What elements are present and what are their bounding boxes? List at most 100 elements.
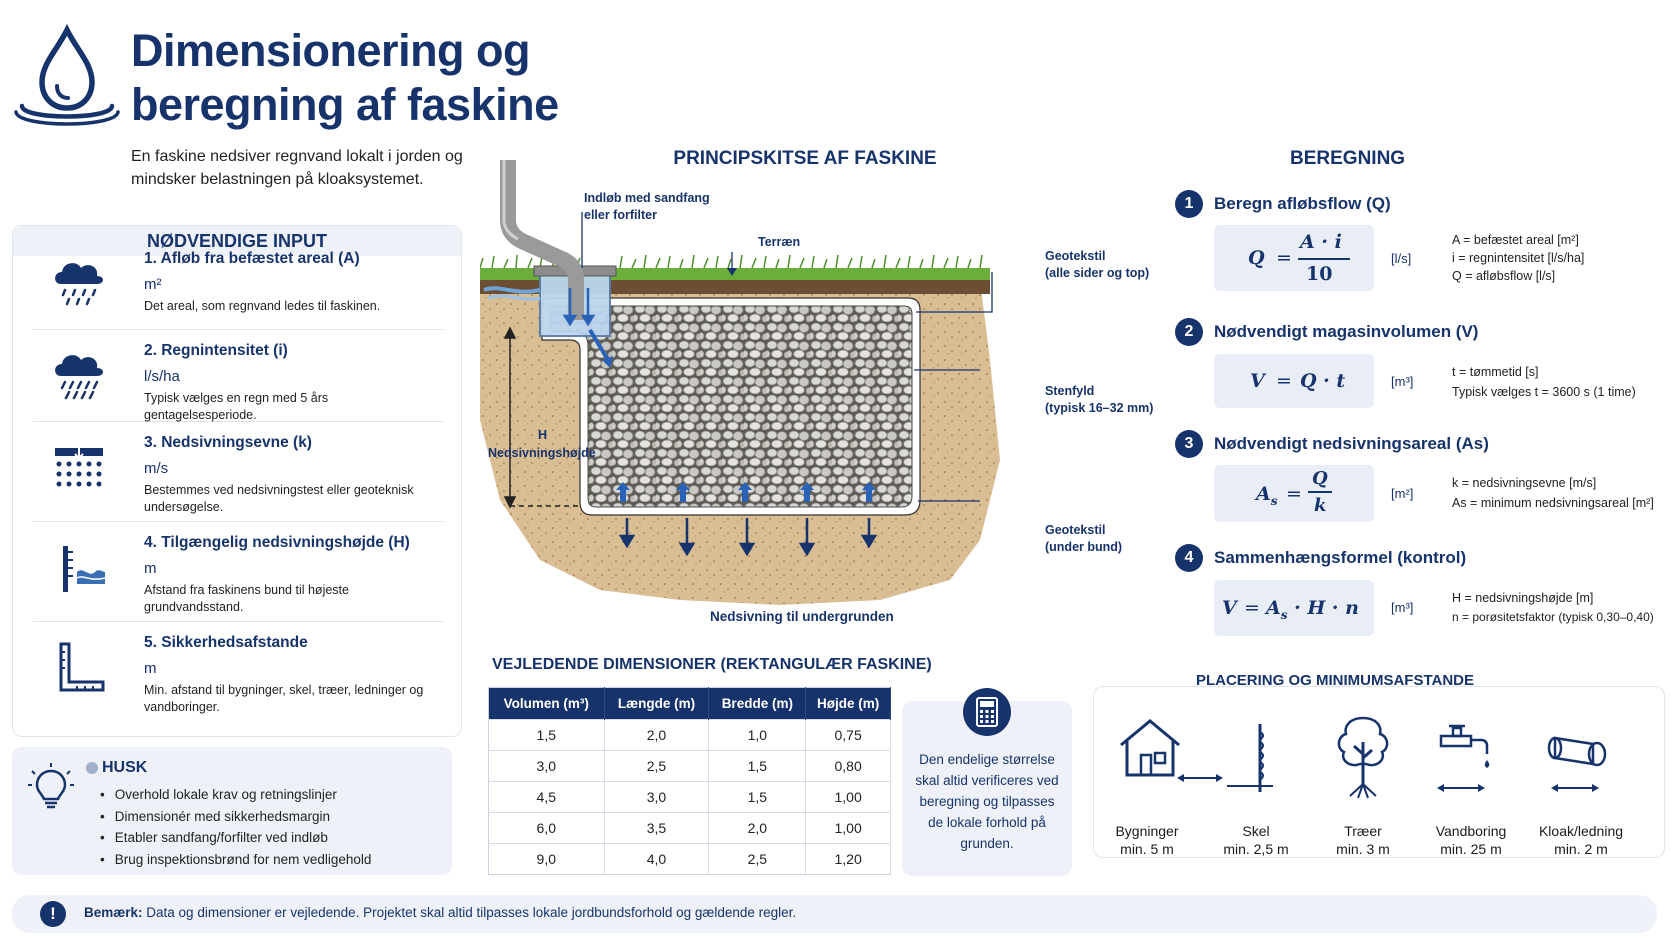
cell: 3,0: [488, 750, 605, 782]
verification-note: Den endelige størrelse skal altid verifi…: [902, 688, 1072, 876]
footer-text: Bemærk: Data og dimensioner er vejledend…: [84, 905, 796, 920]
cell: 2,5: [708, 843, 807, 875]
input-item-area: 1. Afløb fra befæstet areal (A) m² Det a…: [33, 238, 443, 330]
cell: 1,0: [708, 719, 807, 751]
footer-label: Bemærk:: [84, 905, 143, 920]
col-volume: Volumen (m³): [488, 687, 605, 720]
placement-name: Træer: [1344, 823, 1382, 839]
input-item-safety: 5. Sikkerhedsafstande m Min. afstand til…: [33, 622, 443, 726]
col-width: Bredde (m): [708, 687, 807, 720]
cell: 1,20: [805, 843, 891, 875]
placement-boundary: Skel min. 2,5 m: [1202, 822, 1310, 858]
husk-list: Overhold lokale krav og retningslinjer D…: [100, 784, 372, 871]
distance-arrow-icon: [1437, 784, 1485, 792]
intro-text: En faskine nedsiver regnvand lokalt i jo…: [131, 148, 463, 188]
heavy-rain-icon: [55, 355, 103, 400]
step-number: 4: [1175, 544, 1203, 572]
distance-arrow-icon: [1551, 784, 1599, 792]
input-desc: Min. afstand til bygninger, skel, træer,…: [144, 683, 424, 714]
label-h: H: [538, 428, 548, 442]
cell: 0,75: [805, 719, 891, 751]
cell: 6,0: [488, 812, 605, 844]
footer-body: Data og dimensioner er vejledende. Proje…: [142, 905, 797, 920]
sketch-title: PRINCIPSKITSE AF FASKINE: [673, 148, 937, 169]
label-terrain: Terræn: [758, 235, 801, 249]
placement-name: Vandboring: [1435, 823, 1507, 839]
formula-unit: [m³]: [1391, 374, 1414, 389]
house-icon: [1120, 719, 1180, 777]
formula-volume: V = Q · t: [1214, 354, 1374, 408]
note-text: Den endelige størrelse skal altid verifi…: [915, 752, 1059, 851]
cell: 1,00: [805, 812, 891, 844]
pipe-icon: [1547, 736, 1607, 767]
cell: 2,5: [604, 750, 710, 782]
placement-distance: min. 25 m: [1440, 841, 1502, 857]
lightbulb-icon: [28, 763, 74, 809]
step-title: Nødvendigt nedsivningsareal (As): [1214, 434, 1489, 453]
input-title: 3. Nedsivningsevne (k): [144, 434, 312, 451]
footer-note: ! Bemærk: Data og dimensioner er vejlede…: [12, 895, 1657, 933]
husk-bullet-icon: [86, 762, 98, 774]
formula-def: Typisk vælges t = 3600 s (1 time): [1452, 385, 1636, 399]
label-geotextile-top: Geotekstil (alle sider og top): [1045, 249, 1150, 280]
cell: 3,5: [604, 812, 710, 844]
formula-def: A = befæstet areal [m²]: [1452, 233, 1579, 247]
cell: 1,5: [708, 781, 807, 813]
col-length: Længde (m): [604, 687, 710, 720]
cell: 4,0: [604, 843, 710, 875]
faskine-cross-section-diagram: [480, 160, 1000, 605]
input-heading: NØDVENDIGE INPUT: [13, 226, 461, 256]
formula-def: i = regnintensitet [l/s/ha]: [1452, 251, 1585, 265]
placement-well: Vandboring min. 25 m: [1417, 822, 1525, 858]
husk-item: Dimensionér med sikkerhedsmargin: [100, 806, 371, 828]
cell: 3,0: [604, 781, 710, 813]
input-desc: Bestemmes ved nedsivningstest eller geot…: [144, 483, 414, 514]
label-stone-fill: Stenfyld (typisk 16–32 mm): [1045, 384, 1154, 415]
placement-sewer: Kloak/ledning min. 2 m: [1527, 822, 1635, 858]
cell: 1,5: [488, 719, 605, 751]
input-unit: m²: [144, 276, 162, 293]
formula-def: H = nedsivningshøjde [m]: [1452, 591, 1594, 605]
tree-icon: [1337, 716, 1389, 799]
input-desc: Det areal, som regnvand ledes til faskin…: [144, 299, 381, 313]
placement-name: Bygninger: [1115, 823, 1179, 839]
placement-distance: min. 2,5 m: [1223, 841, 1289, 857]
cell: 4,5: [488, 781, 605, 813]
calculator-icon: [963, 688, 1011, 736]
placement-buildings: Bygninger min. 5 m: [1093, 822, 1201, 858]
groundwater-level-icon: [63, 546, 106, 592]
col-height: Højde (m): [805, 687, 891, 720]
rain-cloud-icon: [55, 263, 103, 306]
placement-panel: [1093, 686, 1665, 858]
placement-distance: min. 2 m: [1554, 841, 1608, 857]
input-unit: m: [144, 560, 157, 577]
husk-title: HUSK: [102, 759, 148, 776]
input-item-height: 4. Tilgængelig nedsivningshøjde (H) m Af…: [33, 522, 443, 622]
husk-item: Etabler sandfang/forfilter ved indløb: [100, 827, 371, 849]
step-title: Sammenhængsformel (kontrol): [1214, 548, 1467, 567]
cell: 1,00: [805, 781, 891, 813]
label-geotextile-bottom: Geotekstil (under bund): [1045, 523, 1123, 554]
husk-item: Brug inspektionsbrønd for nem vedligehol…: [100, 849, 372, 871]
step-number: 2: [1175, 318, 1203, 346]
placement-name: Kloak/ledning: [1538, 823, 1624, 839]
input-unit: m/s: [144, 460, 169, 477]
input-title: 4. Tilgængelig nedsivningshøjde (H): [144, 534, 410, 551]
exclamation-icon: !: [40, 901, 66, 927]
formula-def: k = nedsivningsevne [m/s]: [1452, 476, 1597, 490]
husk-item: Overhold lokale krav og retningslinjer: [100, 784, 371, 806]
title-line-1: Dimensionering og: [131, 25, 531, 76]
title-line-2: beregning af faskine: [131, 79, 559, 130]
soil-infiltration-icon: [55, 446, 103, 487]
placement-distance: min. 5 m: [1120, 841, 1174, 857]
dimension-table: Volumen (m³) Længde (m) Bredde (m) Højde…: [488, 687, 891, 875]
calc-title: BEREGNING: [1290, 148, 1406, 169]
formula-def: n = porøsitetsfaktor (typisk 0,30–0,40): [1452, 610, 1654, 624]
input-title: 1. Afløb fra befæstet areal (A): [144, 250, 360, 267]
label-infiltration: Nedsivning til undergrunden: [710, 609, 894, 624]
